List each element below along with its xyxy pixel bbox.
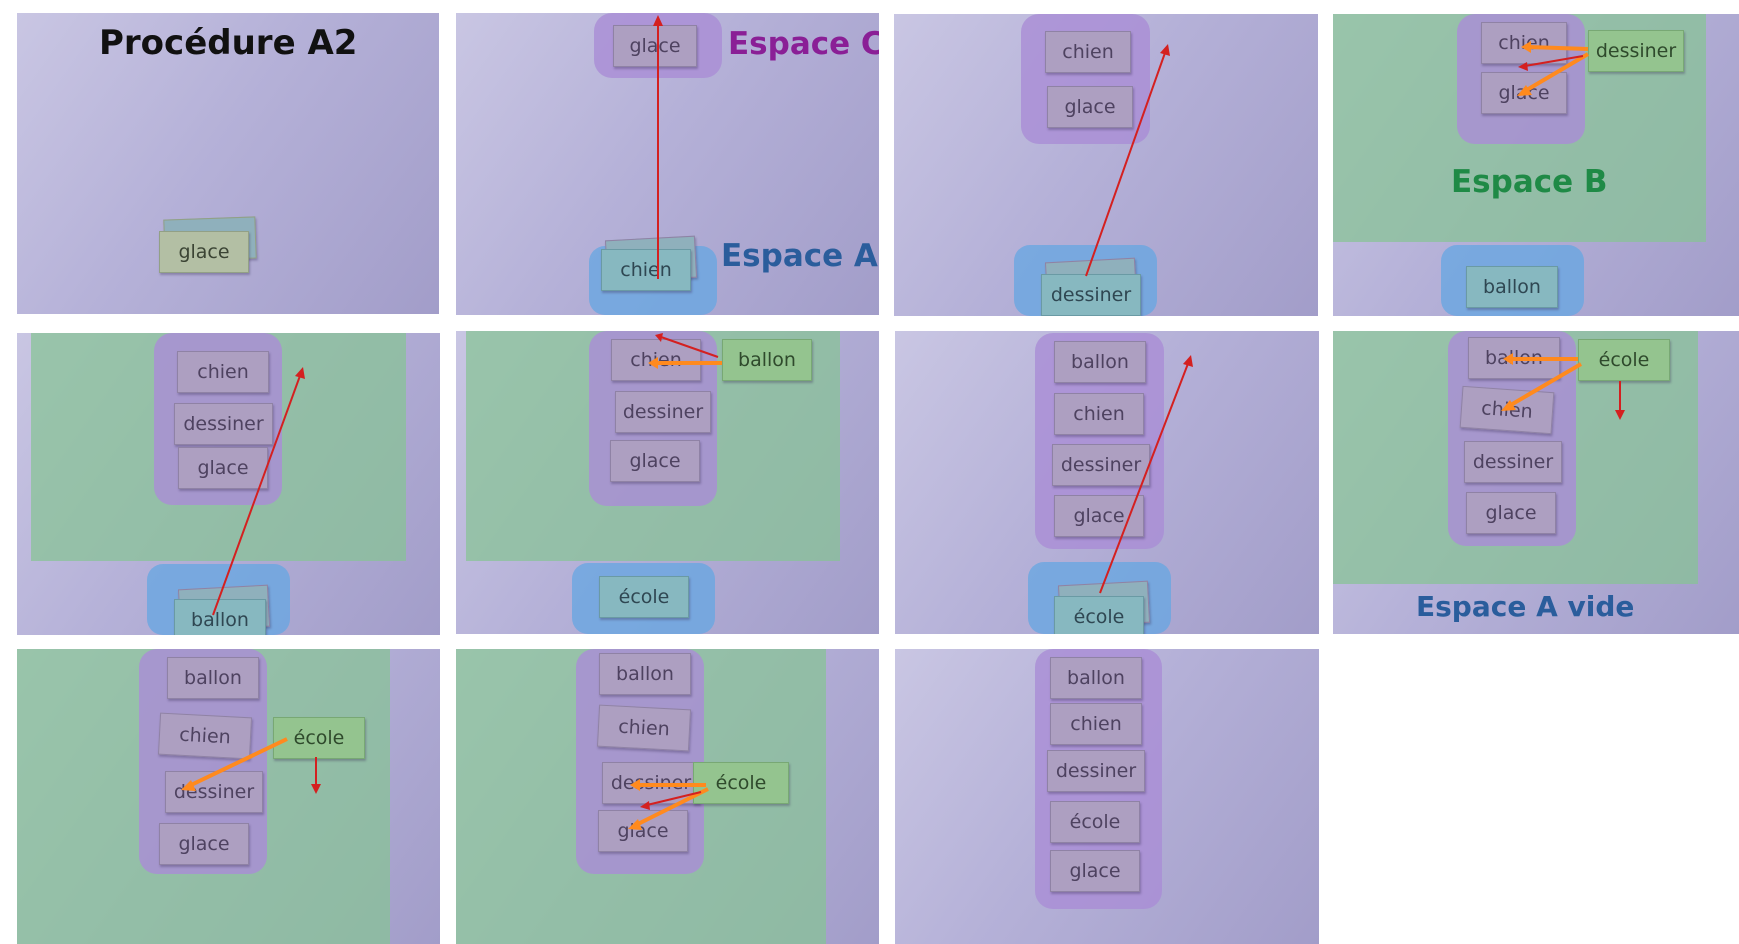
card-chien: chien [1045, 31, 1131, 73]
step-10-panel: ballon chien dessiner école glace [456, 649, 879, 944]
card-chien: chien [1054, 393, 1144, 435]
espace-b-label: Espace B [1451, 164, 1608, 200]
card-glace: glace [1466, 492, 1556, 534]
card-ecole: école [1578, 339, 1670, 381]
card-glace: glace [598, 810, 688, 852]
procedure-title: Procédure A2 [99, 23, 358, 63]
card-dessiner: dessiner [174, 403, 273, 445]
espace-a-vide-label: Espace A vide [1416, 590, 1635, 623]
card-ballon: ballon [174, 599, 266, 635]
card-chien: chien [596, 704, 692, 752]
step-3-panel: chien glace dessiner [894, 14, 1318, 316]
card-chien: chien [1050, 703, 1142, 745]
step-9-panel: ballon chien école dessiner glace [17, 649, 440, 944]
card-dessiner: dessiner [615, 391, 711, 433]
card-chien: chien [1481, 22, 1567, 64]
card-ecole: école [1050, 801, 1140, 843]
card-chien: chien [601, 249, 691, 291]
step-6-panel: chien ballon dessiner glace école [456, 331, 879, 634]
card-glace: glace [159, 823, 249, 865]
step-7-panel: ballon chien dessiner glace école [895, 331, 1319, 634]
card-ballon: ballon [599, 653, 691, 695]
card-glace: glace [159, 231, 249, 273]
card-glace: glace [178, 447, 268, 489]
card-chien: chien [1459, 385, 1555, 435]
card-glace: glace [1054, 495, 1144, 537]
card-dessiner: dessiner [1588, 30, 1684, 72]
card-ballon: ballon [1054, 341, 1146, 383]
step-4-panel: chien glace dessiner Espace B ballon [1333, 14, 1739, 316]
card-ecole: école [693, 762, 789, 804]
card-chien: chien [611, 339, 701, 381]
card-ballon: ballon [1468, 337, 1560, 379]
card-glace: glace [1047, 86, 1133, 128]
card-glace: glace [610, 440, 700, 482]
card-dessiner: dessiner [165, 771, 263, 813]
card-chien: chien [177, 351, 269, 393]
card-ecole: école [1054, 596, 1144, 634]
card-ballon: ballon [1050, 657, 1142, 699]
card-dessiner: dessiner [1047, 750, 1145, 792]
card-dessiner: dessiner [602, 762, 700, 804]
move-arrowhead [1183, 355, 1193, 367]
card-glace: glace [1050, 850, 1140, 892]
step-2-panel: glace chien Espace C Espace A [456, 13, 879, 315]
step-1-panel: Procédure A2 glace [17, 13, 439, 314]
card-ecole: école [273, 717, 365, 759]
card-glace: glace [1481, 72, 1567, 114]
card-ballon: ballon [1466, 266, 1558, 308]
espace-a-label: Espace A [721, 238, 878, 274]
card-dessiner: dessiner [1041, 274, 1141, 316]
card-chien: chien [157, 712, 253, 760]
card-dessiner: dessiner [1464, 441, 1562, 483]
step-8-panel: ballon école chien dessiner glace Espace… [1333, 331, 1739, 634]
move-arrowhead [1160, 44, 1170, 56]
espace-c-label: Espace C [728, 26, 879, 62]
step-5-panel: chien dessiner glace ballon [17, 333, 440, 635]
card-glace: glace [613, 25, 697, 67]
step-11-panel: ballon chien dessiner école glace [895, 649, 1319, 944]
card-ecole: école [599, 576, 689, 618]
card-dessiner: dessiner [1052, 444, 1150, 486]
card-ballon: ballon [722, 339, 812, 381]
card-ballon: ballon [167, 657, 259, 699]
